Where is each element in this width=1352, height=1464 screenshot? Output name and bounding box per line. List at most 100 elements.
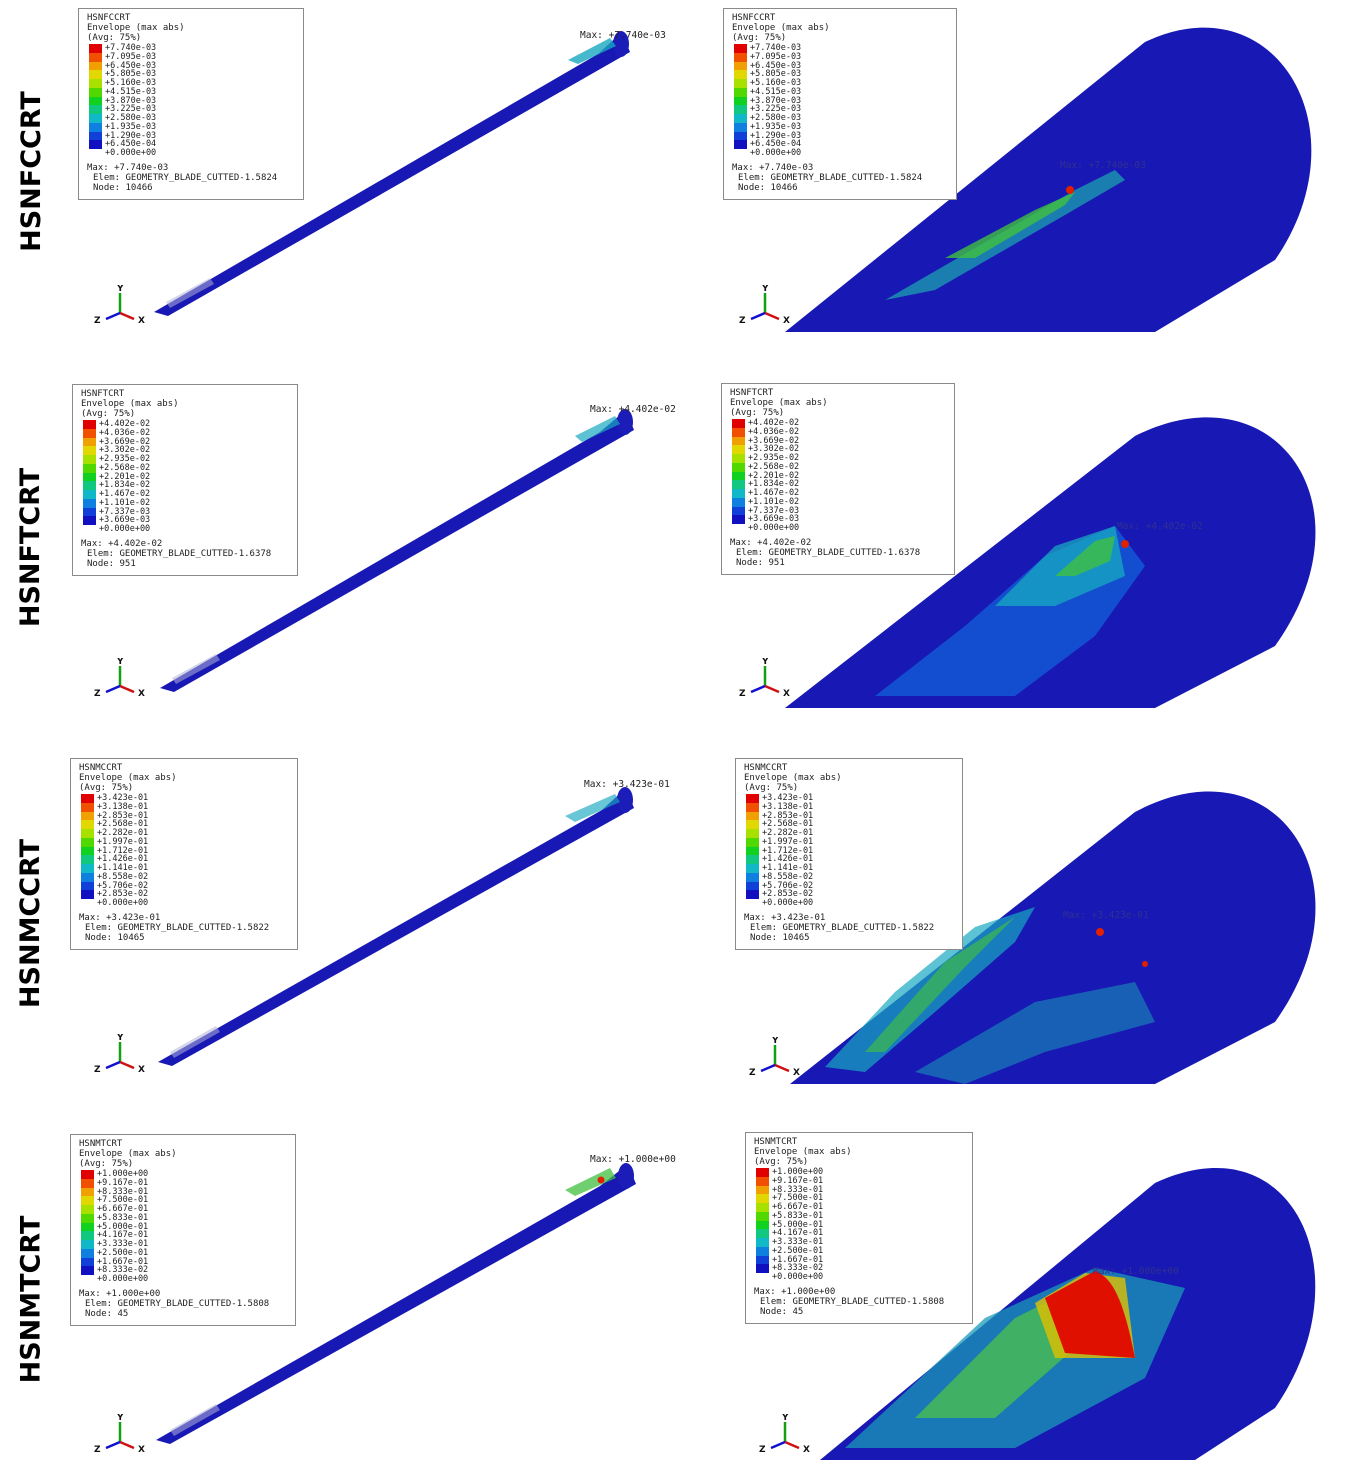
row-label-hsnmtcrt: HSNMTCRT bbox=[15, 1215, 47, 1383]
color-swatch bbox=[734, 96, 747, 106]
legend-tick-label: +1.935e-03 bbox=[105, 121, 157, 132]
color-swatch bbox=[83, 446, 96, 456]
legend-tick-label: +7.337e-03 bbox=[748, 505, 800, 516]
stress-band-green bbox=[945, 192, 1075, 258]
x-axis-arrow bbox=[119, 684, 135, 694]
legend-tick-label: +7.740e-03 bbox=[750, 43, 802, 53]
legend-tick-label: +1.000e+00 bbox=[772, 1167, 824, 1177]
legend-tick-label: +1.290e-03 bbox=[750, 130, 802, 141]
color-swatch bbox=[746, 881, 759, 891]
max-hot-spot bbox=[1121, 540, 1129, 548]
legend-tick-label: +1.712e-01 bbox=[97, 845, 149, 856]
legend-elem: Elem: GEOMETRY_BLADE_CUTTED-1.5824 bbox=[738, 172, 923, 183]
max-marker: Max: +3.423e-01 bbox=[1063, 910, 1149, 921]
color-swatch bbox=[81, 1248, 94, 1258]
legend-tick-label: +7.095e-03 bbox=[750, 51, 802, 62]
blade-tip-end bbox=[618, 1163, 634, 1189]
legend: HSNFTCRT Envelope (max abs) (Avg: 75%) +… bbox=[72, 384, 298, 576]
legend-tick-label: +0.000e+00 bbox=[97, 898, 149, 909]
legend-tick-label: +4.402e-02 bbox=[99, 419, 151, 429]
legend-envelope: Envelope (max abs) bbox=[732, 23, 830, 33]
row-label-hsnmccrt: HSNMCCRT bbox=[15, 838, 47, 1008]
color-swatch bbox=[81, 1222, 94, 1232]
color-swatch bbox=[81, 1170, 94, 1179]
tick-list: +3.423e-01+3.138e-01+2.853e-01+2.568e-01… bbox=[762, 794, 813, 908]
panel-zoom-hsnfccrt: HSNFCCRT Envelope (max abs) (Avg: 75%) +… bbox=[715, 0, 1345, 345]
legend-variable: HSNFCCRT bbox=[87, 13, 131, 23]
color-swatch bbox=[83, 490, 96, 499]
tick-list: +7.740e-03+7.095e-03+6.450e-03+5.805e-03… bbox=[105, 44, 156, 158]
legend-tick-label: +4.402e-02 bbox=[748, 418, 800, 428]
legend-tick-label: +1.997e-01 bbox=[97, 836, 149, 847]
max-marker: Max: +1.000e+00 bbox=[1093, 1266, 1179, 1277]
axis-triad: YXZ bbox=[749, 1037, 800, 1077]
max-hot-spot bbox=[597, 1176, 605, 1184]
color-swatch bbox=[756, 1168, 769, 1177]
color-swatch bbox=[734, 61, 747, 71]
legend-tick-label: +2.935e-02 bbox=[99, 454, 151, 465]
z-axis-label: Z bbox=[94, 1445, 101, 1454]
x-axis-label: X bbox=[783, 316, 790, 325]
legend-tick-label: +0.000e+00 bbox=[99, 524, 151, 535]
legend-tick-label: +4.515e-03 bbox=[750, 86, 802, 97]
legend-tick-label: +4.167e-01 bbox=[97, 1230, 149, 1241]
hot-spot bbox=[568, 38, 616, 64]
legend-tick-label: +8.333e-01 bbox=[772, 1184, 824, 1195]
axis-triad: YXZ bbox=[94, 285, 145, 325]
color-swatch bbox=[734, 52, 747, 62]
color-swatch bbox=[89, 114, 102, 123]
blade-surface bbox=[160, 410, 634, 692]
legend-tick-label: +0.000e+00 bbox=[762, 898, 814, 909]
legend-tick-label: +3.302e-02 bbox=[748, 444, 800, 455]
z-axis-label: Z bbox=[739, 316, 746, 325]
legend-tick-label: +3.423e-01 bbox=[762, 793, 814, 803]
color-swatch bbox=[83, 428, 96, 438]
stress-band-green bbox=[1055, 536, 1115, 576]
color-swatch bbox=[746, 829, 759, 838]
color-swatch bbox=[732, 427, 745, 437]
secondary-hot-spot bbox=[1142, 961, 1148, 967]
max-marker: Max: +4.402e-02 bbox=[1117, 521, 1203, 532]
color-swatch bbox=[83, 437, 96, 447]
color-swatch bbox=[734, 114, 747, 123]
legend-avg: (Avg: 75%) bbox=[79, 1159, 134, 1169]
color-bar bbox=[83, 420, 96, 534]
color-bar bbox=[89, 44, 102, 158]
color-swatch bbox=[83, 463, 96, 473]
max-hot-spot bbox=[1096, 928, 1104, 936]
legend-avg: (Avg: 75%) bbox=[730, 408, 785, 418]
x-axis-arrow bbox=[119, 1060, 135, 1070]
legend-tick-label: +2.853e-02 bbox=[762, 889, 814, 900]
legend-tick-label: +3.669e-03 bbox=[99, 515, 151, 526]
legend-tick-label: +1.290e-03 bbox=[105, 130, 157, 141]
stress-band-lower bbox=[915, 982, 1155, 1084]
color-swatch bbox=[81, 837, 94, 847]
legend-avg: (Avg: 75%) bbox=[744, 783, 799, 793]
z-axis-arrow bbox=[105, 311, 121, 321]
legend-max: Max: +7.740e-03 bbox=[732, 162, 814, 173]
color-swatch bbox=[89, 70, 102, 80]
legend-scale: +3.423e-01+3.138e-01+2.853e-01+2.568e-01… bbox=[81, 794, 291, 908]
legend-tick-label: +8.333e-01 bbox=[97, 1186, 149, 1197]
color-swatch bbox=[81, 1266, 94, 1276]
legend-tick-label: +7.740e-03 bbox=[105, 43, 157, 53]
color-swatch bbox=[89, 122, 102, 132]
color-swatch bbox=[734, 44, 747, 53]
panel-zoom-hsnmccrt: HSNMCCRT Envelope (max abs) (Avg: 75%) +… bbox=[715, 752, 1345, 1097]
legend-node: Node: 45 bbox=[85, 1308, 129, 1319]
axis-triad: YXZ bbox=[94, 1414, 145, 1454]
hot-spot bbox=[565, 1168, 616, 1196]
color-swatch bbox=[734, 140, 747, 150]
legend-tick-label: +7.337e-03 bbox=[99, 506, 151, 517]
z-axis-label: Z bbox=[739, 689, 746, 698]
legend-tick-label: +8.558e-02 bbox=[762, 871, 814, 882]
color-swatch bbox=[89, 105, 102, 115]
legend-tick-label: +6.450e-04 bbox=[105, 139, 157, 150]
panel-full-blade-hsnmccrt: HSNMCCRT Envelope (max abs) (Avg: 75%) +… bbox=[70, 752, 690, 1097]
x-axis-label: X bbox=[138, 316, 145, 325]
legend-tick-label: +6.450e-04 bbox=[750, 139, 802, 150]
color-swatch bbox=[81, 811, 94, 821]
legend-tick-label: +5.160e-03 bbox=[105, 78, 157, 89]
color-swatch bbox=[732, 497, 745, 507]
legend-tick-label: +5.000e-01 bbox=[97, 1221, 149, 1232]
